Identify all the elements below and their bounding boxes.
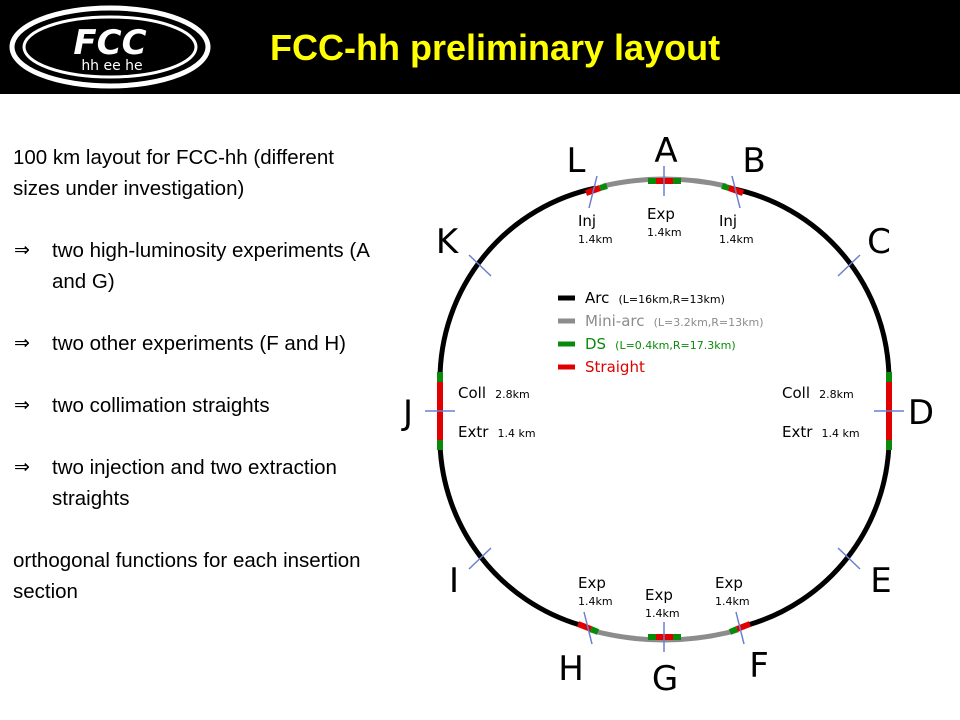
extr-length-d: 1.4 km — [822, 427, 860, 440]
legend-name-mini-arc: Mini-arc — [585, 312, 644, 330]
ds-segment — [589, 626, 600, 635]
arc-segment — [747, 443, 892, 628]
ds-segment — [728, 626, 739, 635]
point-label-d: D — [908, 393, 934, 433]
straight-segment — [576, 621, 593, 632]
point-label-f: F — [749, 646, 769, 686]
logo-sub-text: hh ee he — [81, 58, 142, 74]
insertion-name-a: Exp — [647, 205, 675, 223]
point-label-g: G — [652, 659, 678, 699]
straight-segment — [735, 621, 752, 632]
implies-arrow-icon: ⇒ — [14, 239, 30, 261]
insertion-name-f: Exp — [715, 574, 743, 592]
coll-name-d: Coll — [782, 384, 810, 402]
coll-label-d: Coll 2.8km — [782, 383, 854, 402]
marker-tick-l — [588, 175, 598, 209]
bullet-text: two other experiments (F and H) — [52, 332, 346, 355]
ds-segment — [599, 183, 608, 191]
arc-segment — [437, 443, 581, 628]
ds-segment — [721, 183, 730, 191]
point-label-i: I — [449, 561, 459, 601]
marker-tick-c — [837, 254, 861, 277]
legend-entry-mini-arc: Mini-arc (L=3.2km,R=13km) — [585, 311, 764, 330]
coll-name-j: Coll — [458, 384, 486, 402]
fcc-logo: FCC hh ee he — [9, 5, 211, 89]
insertion-length-b: 1.4km — [719, 233, 754, 246]
insertion-length-l: 1.4km — [578, 233, 613, 246]
point-label-c: C — [867, 222, 891, 262]
legend-name-straight: Straight — [585, 358, 645, 376]
extr-name-d: Extr — [782, 423, 813, 441]
extr-label-d: Extr 1.4 km — [782, 422, 860, 441]
marker-tick-e — [837, 547, 861, 570]
coll-label-j: Coll 2.8km — [458, 383, 530, 402]
legend-entry-arc: Arc (L=16km,R=13km) — [585, 288, 725, 307]
extr-length-j: 1.4 km — [498, 427, 536, 440]
insertion-length-h: 1.4km — [578, 595, 613, 608]
marker-tick-b — [731, 175, 741, 209]
point-label-e: E — [870, 561, 891, 601]
point-label-h: H — [558, 649, 584, 689]
logo-main-text: FCC — [73, 23, 146, 63]
legend-params-mini-arc: (L=3.2km,R=13km) — [654, 316, 764, 329]
coll-length-j: 2.8km — [495, 388, 530, 401]
bullet-text: two injection and two extraction straigh… — [52, 456, 337, 510]
insertion-name-l: Inj — [578, 212, 596, 230]
bullet-item: ⇒ two high-luminosity experiments (A and… — [13, 235, 378, 297]
bullet-text: two high-luminosity experiments (A and G… — [52, 239, 369, 293]
bullet-item: ⇒ two collimation straights — [13, 390, 378, 421]
ring-layout-diagram: A B C D E F G H I J K L Exp 1.4km Inj 1.… — [401, 131, 934, 699]
arc-segment — [437, 185, 597, 381]
point-label-j: J — [401, 393, 413, 433]
legend-params-ds: (L=0.4km,R=17.3km) — [615, 339, 735, 352]
extr-label-j: Extr 1.4 km — [458, 422, 536, 441]
insertion-name-g: Exp — [645, 586, 673, 604]
insertion-name-b: Inj — [719, 212, 737, 230]
insertion-length-a: 1.4km — [647, 226, 682, 239]
insertion-length-g: 1.4km — [645, 607, 680, 620]
implies-arrow-icon: ⇒ — [14, 332, 30, 354]
insertion-name-h: Exp — [578, 574, 606, 592]
marker-tick-h — [583, 611, 593, 645]
point-label-a: A — [654, 131, 677, 171]
implies-arrow-icon: ⇒ — [14, 456, 30, 478]
bullet-item: ⇒ two other experiments (F and H) — [13, 328, 378, 359]
legend: Arc (L=16km,R=13km) Mini-arc (L=3.2km,R=… — [558, 288, 764, 376]
marker-tick-i — [468, 547, 492, 570]
closing-text: orthogonal functions for each insertion … — [13, 549, 361, 603]
header-bar: FCC hh ee he FCC-hh preliminary layout — [0, 0, 960, 94]
point-label-k: K — [436, 222, 460, 262]
insertion-length-f: 1.4km — [715, 595, 750, 608]
description-panel: 100 km layout for FCC-hh (different size… — [13, 142, 378, 607]
legend-name-ds: DS — [585, 335, 606, 353]
coll-length-d: 2.8km — [819, 388, 854, 401]
intro-text: 100 km layout for FCC-hh (different size… — [13, 146, 334, 200]
bullet-text: two collimation straights — [52, 394, 270, 417]
legend-name-arc: Arc — [585, 289, 609, 307]
page-title: FCC-hh preliminary layout — [270, 27, 721, 68]
legend-entry-ds: DS (L=0.4km,R=17.3km) — [585, 334, 736, 353]
implies-arrow-icon: ⇒ — [14, 394, 30, 416]
marker-tick-f — [735, 611, 745, 645]
legend-params-arc: (L=16km,R=13km) — [618, 293, 724, 306]
extr-name-j: Extr — [458, 423, 489, 441]
point-label-b: B — [742, 141, 765, 181]
arc-segment — [728, 185, 892, 381]
bullet-item: ⇒ two injection and two extraction strai… — [13, 452, 378, 514]
marker-tick-k — [468, 254, 492, 277]
point-label-l: L — [567, 141, 586, 181]
